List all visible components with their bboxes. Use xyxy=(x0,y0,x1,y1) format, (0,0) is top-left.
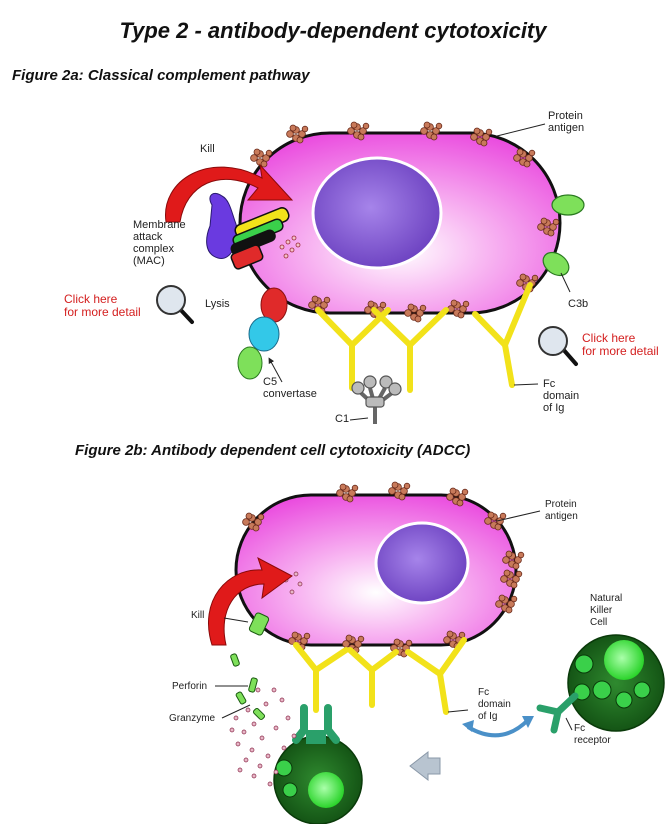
nucleus-a xyxy=(311,156,443,270)
nucleus-b xyxy=(374,521,470,605)
protein-antigen-label-a: Protein antigen xyxy=(548,110,585,134)
lysis-debris xyxy=(279,235,301,259)
nk-cell-bound xyxy=(273,704,363,824)
magnifier-icon-right[interactable] xyxy=(538,326,578,366)
lysis-label: Lysis xyxy=(205,298,230,310)
kill-label-b: Kill xyxy=(191,610,205,621)
figure-2b-title: Figure 2b: Antibody dependent cell cytot… xyxy=(75,442,471,459)
perforin-molecules xyxy=(230,612,270,721)
nk-cell-free xyxy=(567,634,665,732)
kill-label-a: Kill xyxy=(200,143,215,155)
c3b-molecules xyxy=(542,194,585,277)
natural-killer-label: Natural Killer Cell xyxy=(590,593,623,628)
c1-label: C1 xyxy=(335,413,350,425)
granzyme-pointer xyxy=(221,704,251,719)
fc-domain-pointer-a xyxy=(513,383,539,386)
fc-receptor-label: Fc receptor xyxy=(574,723,611,746)
page-title: Type 2 - antibody-dependent cytotoxicity xyxy=(119,18,547,43)
c3b-pointer xyxy=(560,272,571,293)
c1-pointer xyxy=(349,417,369,421)
more-detail-link-right[interactable]: Click here for more detail xyxy=(582,331,659,358)
protein-antigen-label-b: Protein antigen xyxy=(545,499,578,522)
fc-domain-pointer-b xyxy=(447,709,469,713)
more-detail-link-left[interactable]: Click here for more detail xyxy=(64,292,141,319)
binding-arrow-head-left xyxy=(462,720,474,732)
c3b-label: C3b xyxy=(568,298,589,310)
antibodies-a xyxy=(315,282,533,393)
binding-double-arrow xyxy=(466,718,530,738)
antibodies-b xyxy=(293,637,467,715)
c5-convertase xyxy=(237,287,288,380)
perforin-label: Perforin xyxy=(172,681,208,692)
protein-antigen-pointer-a xyxy=(496,123,546,137)
fc-domain-label-b: Fc domain of Ig xyxy=(478,687,511,722)
c1-complex xyxy=(351,375,402,424)
granzyme-label: Granzyme xyxy=(169,713,216,724)
mac-label: Membrane attack complex (MAC) xyxy=(133,219,186,267)
fc-receptor xyxy=(536,692,579,734)
kill-pointer-b xyxy=(223,617,249,623)
kill-arrow-b xyxy=(207,556,293,646)
fc-receptor-pointer xyxy=(565,717,573,731)
kill-arrow-a xyxy=(165,163,294,223)
protein-antigen-pointer-b xyxy=(496,510,541,522)
figure-2a-title: Figure 2a: Classical complement pathway xyxy=(12,67,310,84)
migration-arrow xyxy=(409,750,441,782)
membrane-attack-complex xyxy=(206,192,290,270)
c5-pointer xyxy=(268,357,283,383)
binding-arrow-head-right xyxy=(522,716,534,728)
c5-convertase-label: C5 convertase xyxy=(263,376,317,400)
fc-domain-label-a: Fc domain of Ig xyxy=(543,378,580,414)
magnifier-icon-left[interactable] xyxy=(156,285,194,324)
